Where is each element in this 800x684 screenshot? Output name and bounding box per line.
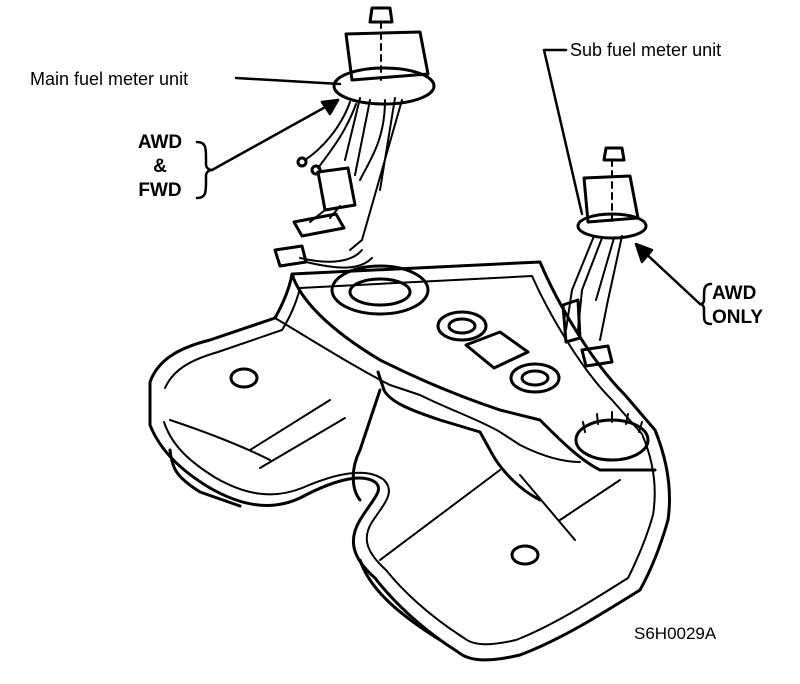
tank-hose [299, 249, 373, 269]
tank-flange-inner [163, 275, 656, 646]
tank-flange-outline [148, 260, 671, 662]
sub-fuel-meter-unit-label: Sub fuel meter unit [570, 40, 722, 60]
main-fuel-meter-unit [292, 6, 436, 251]
tank-top-ridge [290, 272, 657, 472]
tank-top-ridge-2 [274, 317, 581, 463]
tank-opening-right [509, 362, 561, 394]
main-unit-pipes [344, 97, 403, 241]
tank-service-plate [464, 330, 530, 370]
awd-only-line-2: ONLY [712, 307, 764, 328]
main-unit-opening-inner [348, 277, 412, 307]
awd-fwd-arrow [210, 98, 340, 172]
sub-unit-flange [576, 212, 648, 240]
figure-code: S6H0029A [634, 624, 717, 643]
sub-unit-pickup [561, 298, 582, 344]
awd-fwd-line-3: FWD [138, 180, 182, 201]
awd-fwd-arrowhead [320, 98, 340, 116]
awd-only-line-1: AWD [712, 283, 757, 304]
main-unit-housing [344, 30, 430, 82]
main-unit-wires [304, 101, 357, 169]
awd-fwd-line-1: AWD [137, 132, 183, 153]
tank-opening-right-inner [520, 369, 550, 387]
sub-unit-connector [580, 344, 614, 368]
tank-boss-right [510, 544, 540, 566]
annotation-lines [195, 48, 713, 326]
tank-opening-mid-inner [447, 317, 477, 335]
sub-unit-opening-teeth [582, 411, 643, 433]
tank-connector [273, 244, 308, 268]
tank-right-panel [379, 469, 621, 561]
main-unit-float [292, 212, 346, 238]
sub-unit-leader [542, 48, 584, 216]
sub-unit-opening [574, 418, 650, 462]
fuel-tank [148, 244, 671, 662]
sub-unit-pipes [565, 235, 623, 341]
sub-fuel-meter-unit [561, 146, 648, 368]
awd-fwd-line-2: & [153, 156, 167, 177]
awd-fwd-bracket [195, 140, 214, 200]
main-unit-terminal-1 [296, 156, 308, 168]
main-unit-pump-body [316, 166, 357, 212]
awd-only-arrowhead [634, 242, 654, 264]
awd-only-arrow [640, 248, 702, 306]
main-unit-opening [330, 264, 430, 316]
sub-unit-cap-nut [602, 146, 626, 162]
main-unit-terminal-2 [310, 164, 322, 176]
main-fuel-meter-unit-label: Main fuel meter unit [30, 69, 189, 89]
awd-fwd-label: AWD & FWD [132, 133, 188, 200]
main-unit-cap-nut [368, 6, 394, 24]
sub-unit-housing-dash [583, 159, 639, 223]
tank-bottom-lip [168, 448, 442, 642]
tank-boss-left [229, 367, 259, 389]
tank-left-panel [169, 399, 346, 469]
tank-saddle [351, 370, 542, 502]
main-unit-flange [332, 66, 436, 106]
awd-only-label: AWD ONLY [712, 284, 763, 327]
tank-opening-mid [436, 310, 488, 342]
main-unit-return [349, 239, 363, 251]
main-unit-leader [234, 76, 342, 86]
awd-only-bracket [698, 282, 713, 326]
